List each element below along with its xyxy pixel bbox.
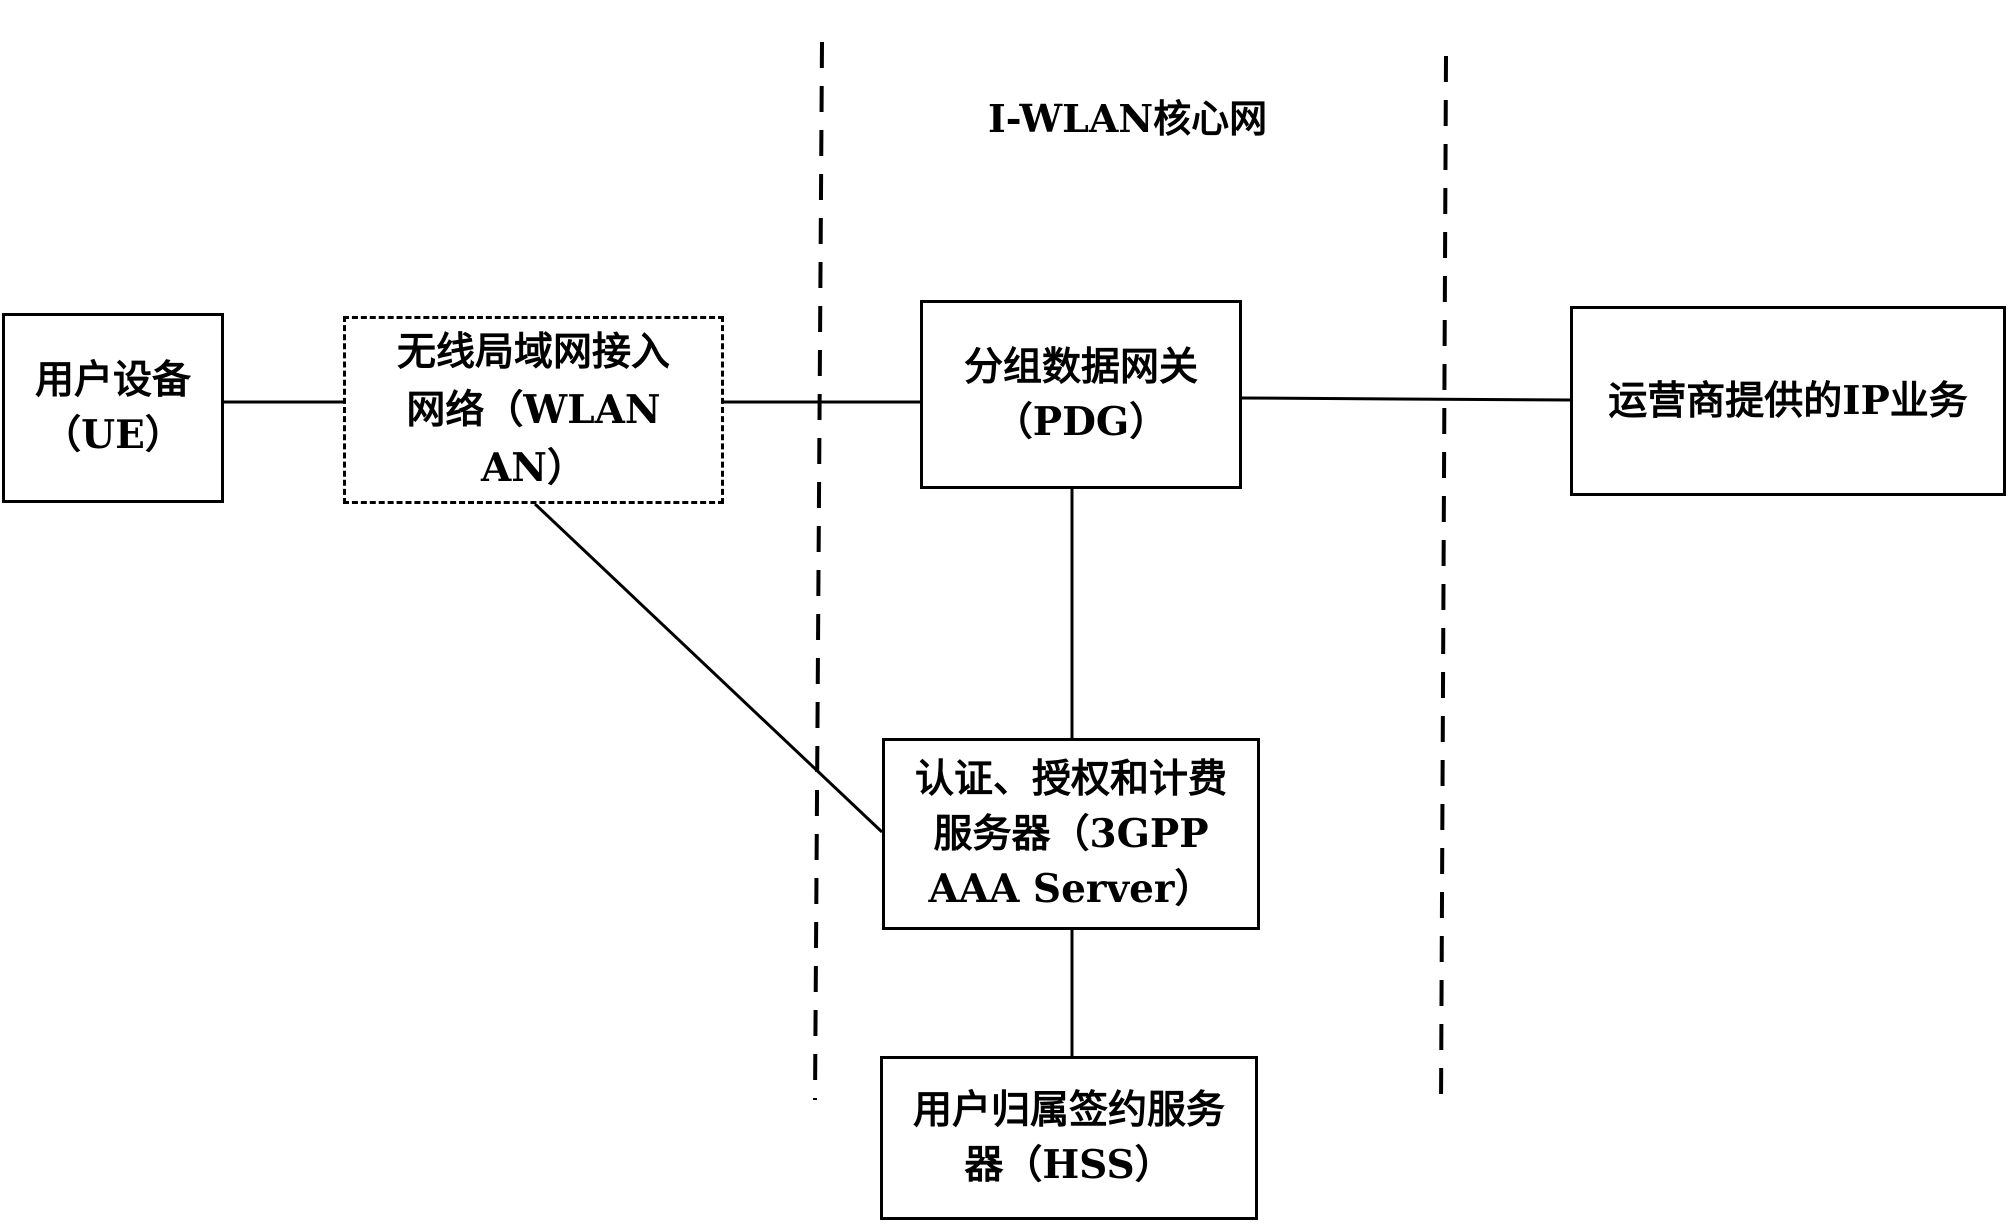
aaa-label-line-1: 认证、授权和计费 <box>915 752 1227 807</box>
core-boundary-right <box>1441 56 1446 1108</box>
hss-node: 用户归属签约服务 器（HSS） <box>880 1056 1258 1220</box>
pdg-label-line-1: 分组数据网关 <box>964 340 1198 395</box>
link-wlan-aaa <box>535 504 882 832</box>
aaa-label-line-2: 服务器（3GPP <box>933 807 1208 862</box>
ip-service-node: 运营商提供的IP业务 <box>1570 306 2006 496</box>
wlan-an-label-line-3: AN） <box>481 439 586 497</box>
core-boundary-left <box>815 42 822 1100</box>
hss-label-line-2: 器（HSS） <box>964 1138 1173 1193</box>
hss-label-line-1: 用户归属签约服务 <box>913 1083 1225 1138</box>
link-pdg-ip <box>1240 398 1572 400</box>
wlan-an-label-line-1: 无线局域网接入 <box>397 323 670 381</box>
core-network-title: I-WLAN核心网 <box>988 88 1267 143</box>
aaa-server-node: 认证、授权和计费 服务器（3GPP AAA Server） <box>882 738 1260 930</box>
pdg-label-line-2: （PDG） <box>994 395 1168 450</box>
pdg-node: 分组数据网关 （PDG） <box>920 300 1242 489</box>
wlan-an-label-line-2: 网络（WLAN <box>406 381 660 439</box>
ue-node: 用户设备 （UE） <box>2 313 224 503</box>
ue-label-line-1: 用户设备 <box>35 353 191 408</box>
ue-label-line-2: （UE） <box>42 408 184 463</box>
aaa-label-line-3: AAA Server） <box>929 862 1214 917</box>
wlan-an-node: 无线局域网接入 网络（WLAN AN） <box>343 316 724 504</box>
ip-service-label: 运营商提供的IP业务 <box>1608 374 1968 429</box>
